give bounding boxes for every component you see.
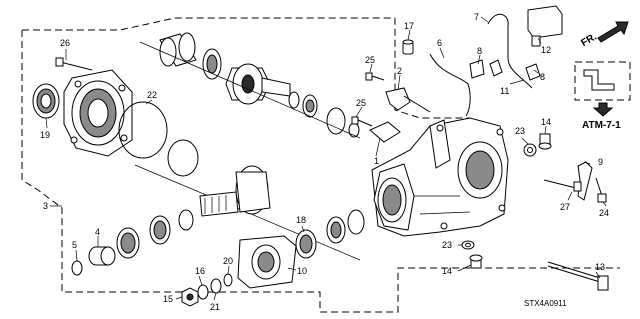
callout-25a: 25 (365, 55, 375, 65)
callout-2: 2 (397, 66, 402, 76)
hose-7 (487, 13, 541, 89)
cover-housing (63, 69, 133, 157)
bolt-24 (595, 177, 607, 203)
callout-22: 22 (147, 90, 157, 100)
bolt-27 (543, 179, 582, 192)
flange-10 (237, 235, 297, 289)
bracket-9 (577, 161, 593, 201)
tube-6 (429, 53, 485, 117)
front-arrow (597, 21, 629, 43)
main-housing (371, 117, 509, 237)
bolt-26 (55, 57, 93, 71)
callout-19: 19 (40, 130, 50, 140)
nut-15 (181, 287, 199, 307)
seal-5 (71, 260, 83, 276)
diagram-code: STX4A0911 (524, 299, 567, 308)
bolt-25b (351, 116, 373, 127)
bearing-18 (295, 209, 365, 259)
cap-17 (402, 39, 414, 55)
sensor-2 (385, 87, 431, 113)
callout-6: 6 (437, 38, 442, 48)
callout-25b: 25 (356, 98, 366, 108)
callout-15: 15 (163, 294, 173, 304)
callout-1: 1 (374, 156, 379, 166)
callout-24: 24 (599, 208, 609, 218)
washer-23a (523, 143, 537, 157)
ring-20 (223, 273, 233, 287)
seal-19 (32, 83, 60, 119)
atm-arrow (592, 102, 614, 117)
callout-9: 9 (598, 157, 603, 167)
bearing-top (202, 48, 222, 80)
callout-10: 10 (297, 266, 307, 276)
callout-12: 12 (541, 45, 551, 55)
o-ring-22 (118, 101, 199, 177)
callout-20: 20 (223, 256, 233, 266)
washer-16 (197, 284, 209, 300)
callout-3: 3 (43, 201, 48, 211)
bearing-lower (149, 209, 194, 245)
bearing-cup (116, 227, 140, 259)
bolt-25a (365, 72, 385, 81)
callout-26: 26 (60, 38, 70, 48)
callout-23a: 23 (515, 126, 525, 136)
callouts: 26 19 22 3 4 5 16 20 15 21 10 18 1 2 25 … (40, 12, 609, 312)
washer-23b (461, 240, 475, 250)
front-direction-label: FR. (579, 31, 599, 49)
plug-14b (469, 254, 483, 269)
upper-boundary (22, 17, 470, 119)
callout-7: 7 (474, 12, 479, 22)
callout-11: 11 (500, 86, 509, 96)
box-atm-ref (574, 61, 631, 101)
callout-16: 16 (195, 266, 205, 276)
callout-18: 18 (296, 215, 306, 225)
callout-17: 17 (404, 21, 414, 31)
bolt-13 (547, 261, 609, 291)
plug-14a (538, 133, 552, 150)
sleeve-4 (88, 246, 116, 266)
pinion-gear (199, 165, 271, 217)
atm-reference-label: ATM-7-1 (582, 120, 621, 131)
bearing-race-top (159, 32, 197, 67)
callout-14b: 14 (442, 266, 452, 276)
plate-1 (369, 121, 401, 143)
callout-14a: 14 (541, 117, 551, 127)
callout-4: 4 (95, 227, 100, 237)
callout-8b: 8 (540, 72, 545, 82)
callout-27: 27 (560, 202, 570, 212)
leader-lines (45, 16, 607, 301)
callout-8a: 8 (477, 46, 482, 56)
breather-12 (527, 5, 563, 47)
seal-21 (210, 278, 222, 294)
callout-5: 5 (72, 240, 77, 250)
atm-bracket (583, 69, 615, 91)
callout-21: 21 (210, 302, 220, 312)
callout-23b: 23 (442, 240, 452, 250)
small-bearings (288, 91, 360, 138)
callout-13: 13 (595, 262, 605, 272)
